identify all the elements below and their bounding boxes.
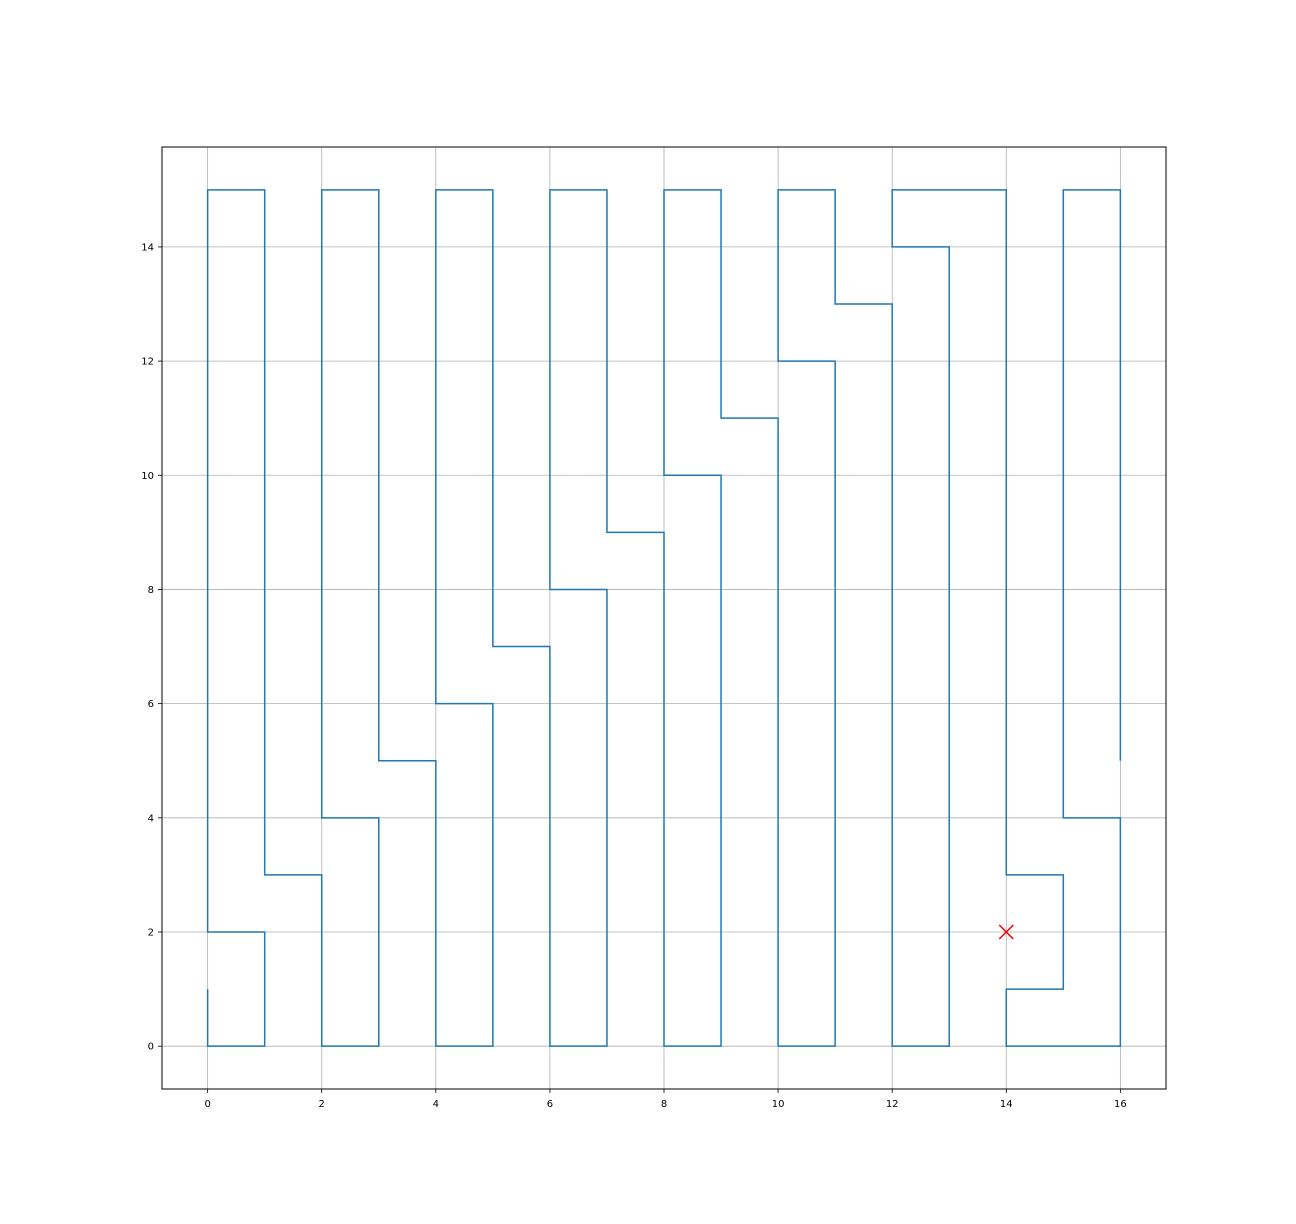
y-tick-label: 6 <box>148 699 154 710</box>
x-tick-label: 4 <box>433 1099 439 1110</box>
x-tick-label: 10 <box>772 1099 785 1110</box>
x-tick-label: 0 <box>204 1099 210 1110</box>
y-tick-label: 0 <box>148 1042 154 1053</box>
x-tick-label: 16 <box>1114 1099 1127 1110</box>
y-tick-label: 4 <box>148 813 154 824</box>
ticks: 0 2 4 6 8 10 12 14 16 0 2 4 6 8 10 12 14 <box>141 242 1126 1110</box>
x-tick-label: 2 <box>319 1099 325 1110</box>
x-marker-stroke <box>998 924 1014 940</box>
x-tick-label: 6 <box>547 1099 553 1110</box>
y-tick-label: 8 <box>148 585 154 596</box>
x-tick-label: 12 <box>886 1099 899 1110</box>
x-tick-label: 8 <box>661 1099 667 1110</box>
y-tick-label: 10 <box>141 471 154 482</box>
y-tick-label: 12 <box>141 357 154 368</box>
x-marker <box>998 924 1014 940</box>
maze-path-line <box>206 189 1122 1047</box>
x-tick-label: 14 <box>1000 1099 1013 1110</box>
plot-area <box>206 189 1122 1047</box>
y-tick-label: 2 <box>148 928 154 939</box>
y-tick-label: 14 <box>141 242 154 253</box>
